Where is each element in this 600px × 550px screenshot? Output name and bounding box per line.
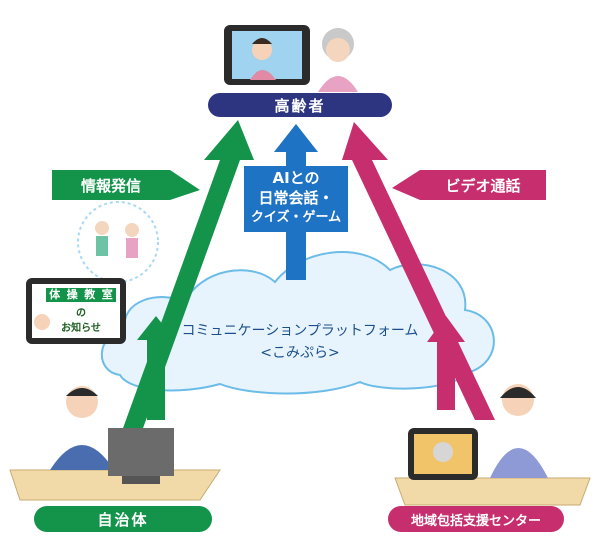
support-center-desk-illustration: [394, 384, 591, 506]
information-callout: 情報発信: [52, 170, 170, 200]
platform-nickname: <こみぷら>: [260, 345, 340, 361]
exercise-notice-title: 体 操 教 室: [46, 288, 116, 302]
cloud-shape: [100, 251, 495, 395]
exercise-notice-line1: の: [76, 308, 86, 319]
video-call-callout: ビデオ通話: [420, 170, 546, 200]
elderly-node-label: 高齢者: [274, 96, 326, 115]
platform-name: コミュニケーションプラットフォーム: [181, 323, 419, 339]
municipality-node-label: 自治体: [97, 510, 149, 529]
exercise-notice: 体 操 教 室 の お知らせ: [46, 288, 116, 334]
platform-label: コミュニケーションプラットフォーム <こみぷら>: [160, 320, 440, 364]
support-center-node-label: 地域包括支援センター: [410, 513, 541, 529]
support-center-node: 地域包括支援センター: [388, 506, 564, 532]
ai-label-line-1: AIとの: [272, 169, 320, 187]
ai-label-line-3: クイズ・ゲーム: [250, 210, 342, 225]
magenta-arrow-up-small: [427, 316, 465, 410]
municipality-node: 自治体: [34, 506, 212, 532]
elderly-person-illustration: [318, 28, 358, 92]
top-tablet-illustration: [224, 25, 310, 85]
notice-title-char-3: 教: [84, 288, 96, 301]
right-callout-shape: [392, 170, 546, 200]
exercise-class-illustration: [77, 201, 159, 283]
exercise-notice-line2: お知らせ: [61, 323, 101, 334]
information-callout-label: 情報発信: [80, 176, 141, 195]
ai-label-line-2: 日常会話・: [258, 189, 334, 207]
left-callout-shape: [52, 170, 200, 200]
notice-title-char-2: 操: [66, 288, 78, 301]
notice-title-char-4: 室: [101, 288, 113, 301]
elderly-node: 高齢者: [208, 93, 392, 117]
notice-title-char-1: 体: [49, 288, 61, 301]
municipality-desk-illustration: [9, 386, 221, 501]
magenta-arrow-right: [342, 122, 495, 420]
blue-arrow-center: [244, 124, 348, 280]
video-call-callout-label: ビデオ通話: [445, 176, 521, 195]
ai-conversation-label: AIとの 日常会話・ クイズ・ゲーム: [244, 168, 348, 228]
notice-tablet-illustration: [26, 278, 126, 344]
green-arrow-up-small: [137, 316, 175, 420]
